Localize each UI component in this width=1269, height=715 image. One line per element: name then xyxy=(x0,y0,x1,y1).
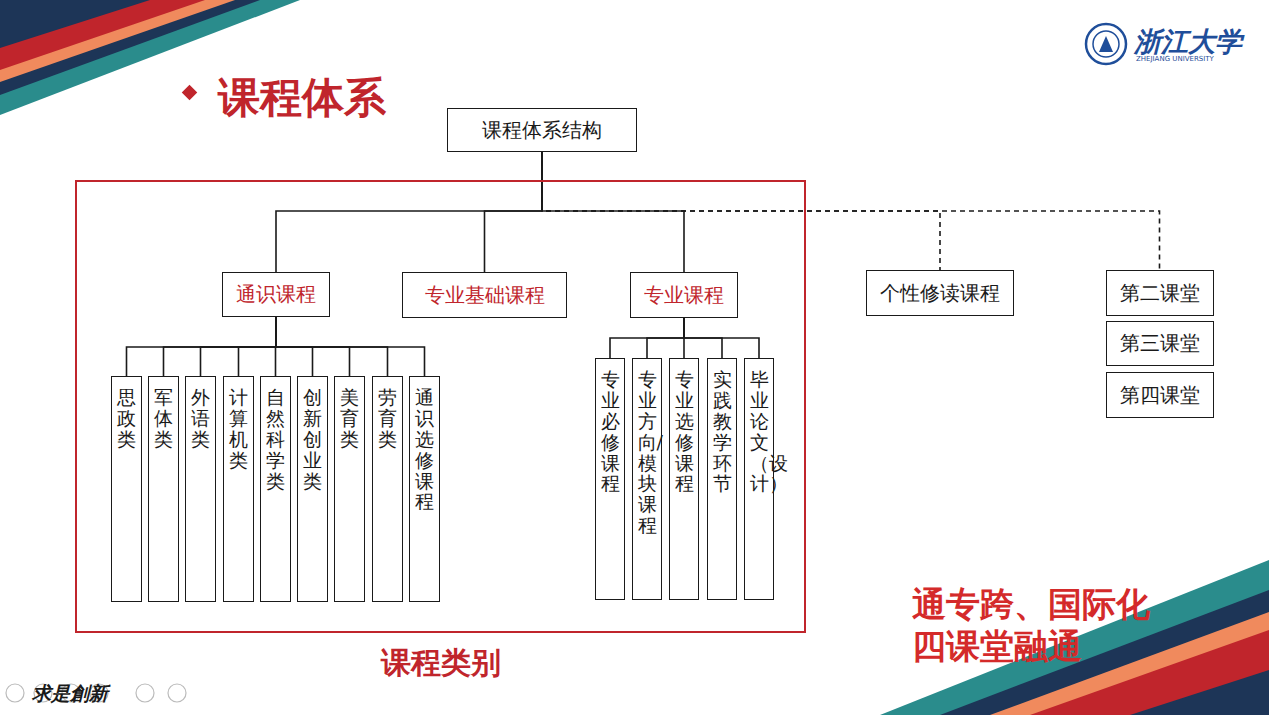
slogan: 四课堂融通 xyxy=(912,624,1082,670)
vertical-label: 通识选修课程 xyxy=(415,387,434,512)
box-label: 第三课堂 xyxy=(1112,330,1208,357)
tree-connector xyxy=(485,152,543,272)
course-column-box: 专业方向/模块课程 xyxy=(632,358,662,600)
course-column-box: 计算机类 xyxy=(223,376,254,602)
slide-title: 课程体系 xyxy=(218,70,386,126)
box-label: 专业基础课程 xyxy=(417,282,553,309)
course-column-box: 自然科学类 xyxy=(260,376,291,602)
course-box: 第二课堂 xyxy=(1106,270,1214,316)
university-seal xyxy=(1086,24,1126,64)
region-heading: 课程类别 xyxy=(381,643,501,684)
course-column-box: 军体类 xyxy=(148,376,179,602)
corner-stripe xyxy=(0,0,205,70)
vertical-label: 创新创业类 xyxy=(303,387,322,491)
box-label: 个性修读课程 xyxy=(872,280,1008,307)
tree-connector xyxy=(684,318,759,358)
box-label: 专业课程 xyxy=(636,282,732,309)
course-box: 课程体系结构 xyxy=(447,108,637,152)
university-name: 浙江大学 xyxy=(1134,24,1242,60)
course-column-box: 劳育类 xyxy=(372,376,403,602)
tree-connector xyxy=(127,317,277,376)
box-label: 第四课堂 xyxy=(1112,382,1208,409)
vertical-label: 自然科学类 xyxy=(266,387,285,491)
tree-connector xyxy=(276,317,425,376)
university-seal xyxy=(1093,31,1119,57)
corner-stripe xyxy=(0,0,150,48)
category-box: 专业基础课程 xyxy=(402,272,567,318)
motto: 求是創新 xyxy=(32,681,108,707)
corner-stripe xyxy=(880,560,1269,715)
category-box: 专业课程 xyxy=(630,272,738,318)
box-label: 通识课程 xyxy=(228,281,324,308)
vertical-label: 外语类 xyxy=(191,387,210,450)
vertical-label: 实践教学环节 xyxy=(713,369,732,494)
vertical-label: 专业选修课程 xyxy=(675,369,694,494)
title-bullet xyxy=(182,85,198,101)
box-label: 课程体系结构 xyxy=(474,117,610,144)
course-column-box: 通识选修课程 xyxy=(409,376,440,602)
tree-connector xyxy=(164,317,277,376)
tree-connector xyxy=(542,152,1160,270)
vertical-label: 专业方向/模块课程 xyxy=(638,369,657,536)
course-column-box: 思政类 xyxy=(111,376,142,602)
vertical-label: 美育类 xyxy=(340,387,359,450)
tree-connector xyxy=(201,317,277,376)
course-column-box: 毕业论文（设计） xyxy=(744,358,774,600)
university-name-en: ZHEJIANG UNIVERSITY xyxy=(1136,55,1214,63)
course-column-box: 创新创业类 xyxy=(297,376,328,602)
course-column-box: 专业选修课程 xyxy=(669,358,699,600)
tree-connector xyxy=(647,318,684,358)
vertical-label: 思政类 xyxy=(117,387,136,450)
course-column-box: 专业必修课程 xyxy=(595,358,625,600)
course-column-box: 实践教学环节 xyxy=(707,358,737,600)
tree-connector xyxy=(276,152,542,272)
tree-connector xyxy=(542,152,684,272)
course-column-box: 美育类 xyxy=(334,376,365,602)
vertical-label: 军体类 xyxy=(154,387,173,450)
course-box: 个性修读课程 xyxy=(866,270,1014,316)
course-column-box: 外语类 xyxy=(185,376,216,602)
vertical-label: 计算机类 xyxy=(229,387,248,471)
vertical-label: 劳育类 xyxy=(378,387,397,450)
corner-stripe xyxy=(1130,670,1269,715)
tree-connector xyxy=(610,318,684,358)
box-label: 第二课堂 xyxy=(1112,280,1208,307)
course-box: 第四课堂 xyxy=(1106,372,1214,418)
tree-connector xyxy=(239,317,277,376)
university-seal xyxy=(1099,36,1113,52)
slogan: 通专跨、国际化 xyxy=(912,582,1150,628)
vertical-label: 毕业论文（设计） xyxy=(750,369,769,494)
vertical-label: 专业必修课程 xyxy=(601,369,620,494)
category-region: 课程类别通识课程专业基础课程专业课程思政类军体类外语类计算机类自然科学类创新创业… xyxy=(75,180,806,633)
category-box: 通识课程 xyxy=(222,272,330,317)
corner-stripe xyxy=(0,0,235,82)
course-box: 第三课堂 xyxy=(1106,321,1214,366)
